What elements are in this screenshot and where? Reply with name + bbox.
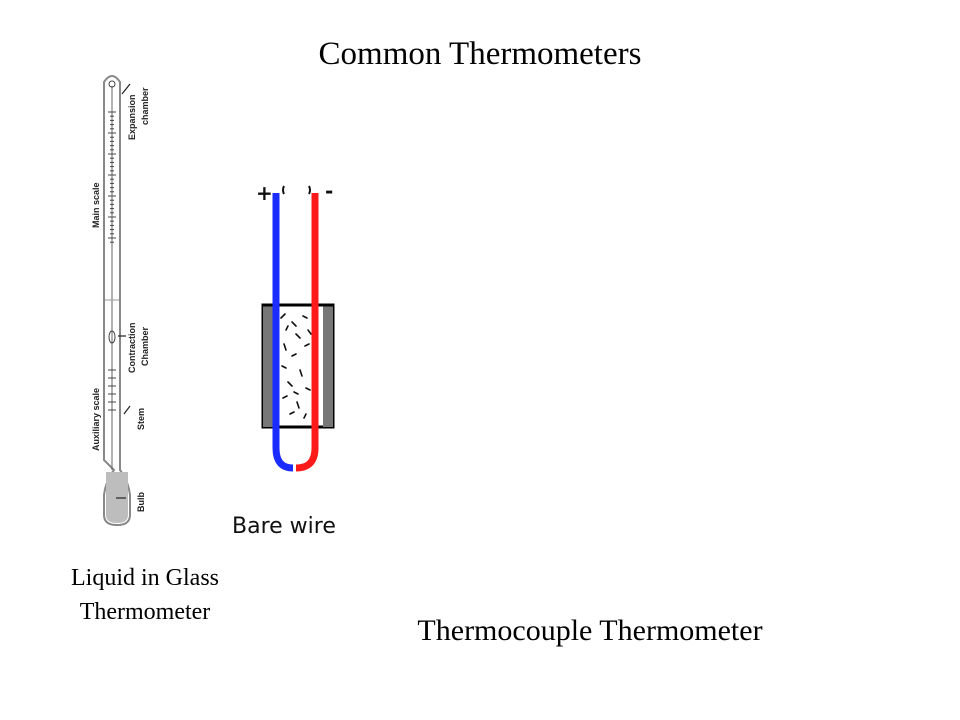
speckle — [302, 315, 308, 319]
speckle — [305, 387, 311, 391]
speckle — [287, 381, 293, 387]
liquid-in-glass-caption: Liquid in Glass Thermometer — [20, 561, 270, 629]
thermometer-tube — [103, 75, 131, 527]
speckle — [291, 321, 297, 327]
speckle — [280, 313, 286, 319]
speckle — [295, 333, 301, 339]
speckle — [304, 343, 310, 347]
speckle — [282, 395, 288, 399]
bare-wire-label: Bare wire — [232, 514, 336, 539]
label-auxiliary-scale: Auxiliary scale — [91, 388, 101, 451]
plus-sign: + — [256, 181, 273, 205]
speckle — [307, 329, 312, 335]
speckle — [293, 391, 299, 395]
expansion-chamber — [108, 80, 116, 88]
label-stem: Stem — [136, 408, 146, 430]
liquid-in-glass-caption-line2: Thermometer — [79, 599, 211, 625]
liquid-in-glass-caption-line1: Liquid in Glass — [71, 565, 219, 591]
speckle — [283, 343, 287, 351]
speckle — [303, 413, 307, 419]
positive-wire — [272, 193, 294, 472]
negative-wire — [295, 193, 319, 472]
thermocouple-caption: Thermocouple Thermometer — [417, 614, 763, 647]
speckle — [289, 411, 295, 415]
page-title: Common Thermometers — [318, 36, 642, 72]
speckle — [296, 401, 300, 409]
speckle — [281, 365, 287, 369]
main-scale-ticks — [108, 111, 116, 243]
label-contraction-chamber: Chamber — [140, 326, 150, 366]
label-contraction: Contraction — [127, 323, 137, 374]
label-bulb: Bulb — [136, 492, 146, 512]
insulation-speckles — [280, 313, 312, 419]
auxiliary-scale-ticks — [108, 369, 116, 411]
contraction-chamber — [108, 330, 116, 344]
speckle — [299, 369, 303, 377]
label-main-scale: Main scale — [91, 182, 101, 228]
minus-sign: - — [325, 179, 333, 203]
label-expansion: Expansion — [127, 94, 137, 140]
speckle — [285, 325, 289, 331]
label-expansion-chamber: chamber — [140, 87, 150, 125]
speckle — [291, 353, 297, 357]
